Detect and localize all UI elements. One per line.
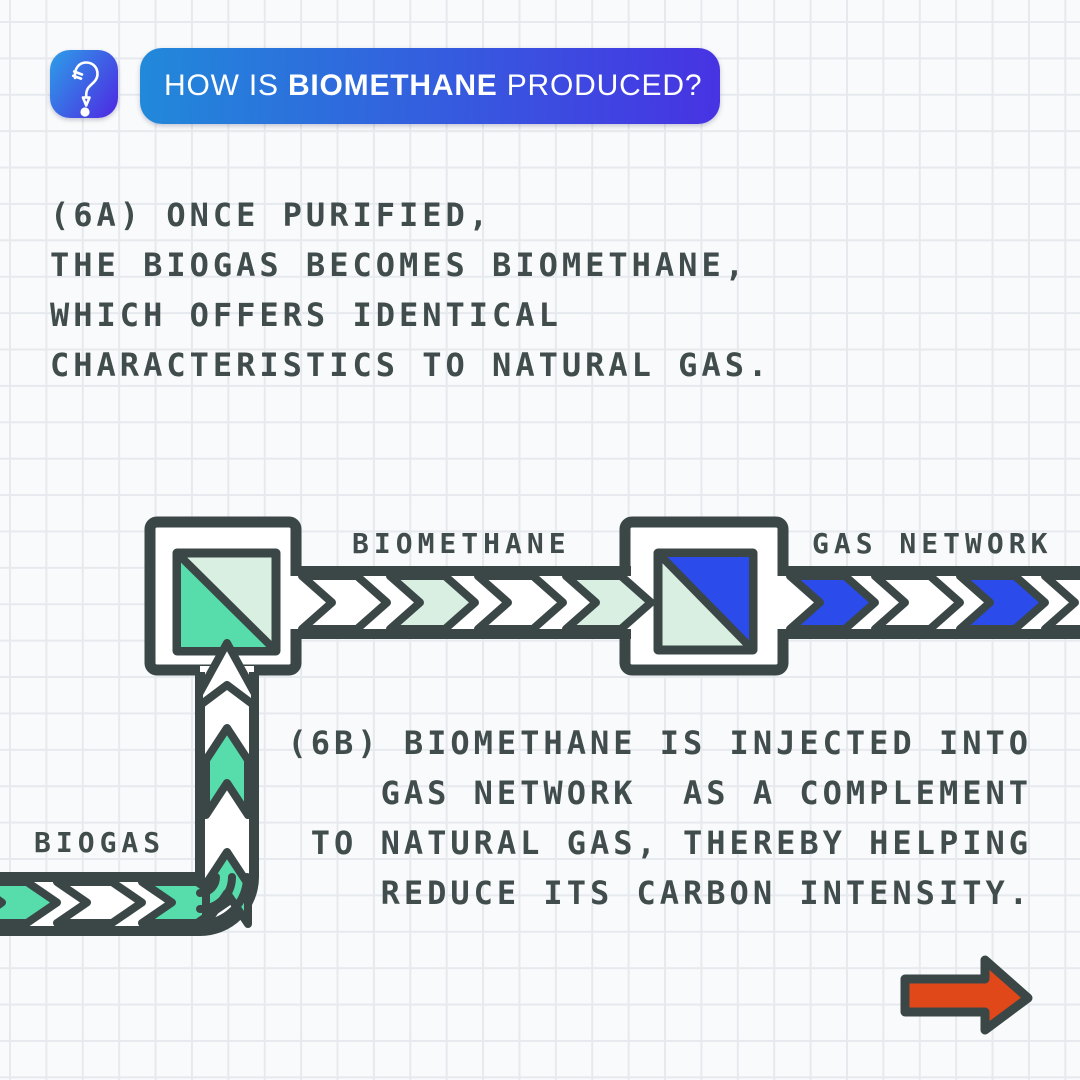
step-6a-line-1: (6A) ONCE PURIFIED, [50, 196, 493, 234]
flow-up-arrow [195, 639, 259, 710]
biomethane-pipe [288, 566, 655, 639]
injection-unit-core [653, 548, 758, 655]
step-6b-line-1: (6B) BIOMETHANE IS INJECTED INTO [287, 724, 1032, 762]
title-prefix: HOW IS [164, 69, 288, 102]
elbow-ribs [196, 873, 251, 928]
label-biomethane: BIOMETHANE [352, 527, 571, 560]
biogas-pipe [0, 666, 259, 936]
title-banner: HOW IS BIOMETHANE PRODUCED? [140, 48, 720, 124]
question-mark-pencil-glyph [71, 61, 99, 117]
label-gas-network: GAS NETWORK [812, 527, 1053, 560]
label-biogas: BIOGAS [34, 826, 166, 859]
step-6b-line-2: GAS NETWORK AS A COMPLEMENT [380, 774, 1032, 812]
step-6b-line-3: TO NATURAL GAS, THEREBY HELPING [310, 824, 1032, 862]
gas-network-pipe [772, 566, 1080, 639]
next-arrow[interactable] [895, 945, 1045, 1045]
step-6a-line-4: CHARACTERISTICS TO NATURAL GAS. [50, 346, 772, 384]
step-6a-line-3: WHICH OFFERS IDENTICAL [50, 296, 562, 334]
step-6a-line-2: THE BIOGAS BECOMES BIOMETHANE, [50, 246, 748, 284]
title-suffix: PRODUCED? [497, 69, 703, 102]
step-6b-text: (6B) BIOMETHANE IS INJECTED INTO GAS NET… [288, 718, 1033, 918]
title-keyword: BIOMETHANE [287, 69, 498, 102]
purification-unit-core [172, 548, 281, 656]
step-6b-line-4: REDUCE ITS CARBON INTENSITY. [380, 874, 1032, 912]
step-6a-text: (6A) ONCE PURIFIED, THE BIOGAS BECOMES B… [50, 190, 771, 390]
question-mark-icon [50, 50, 118, 118]
